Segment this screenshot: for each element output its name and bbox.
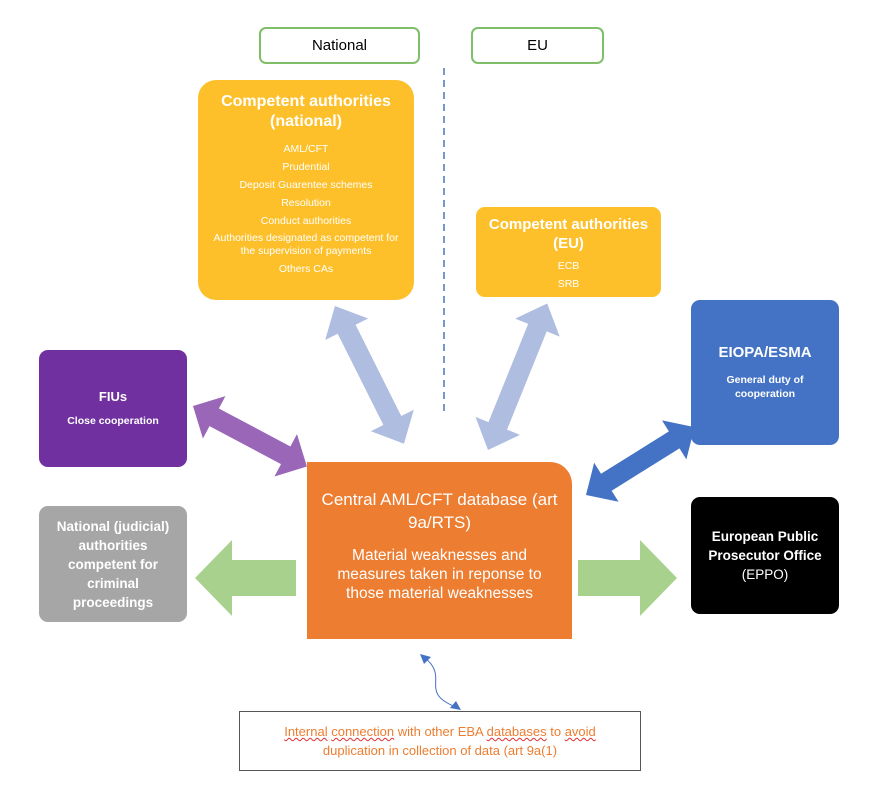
ca-national-title: Competent authorities (national): [221, 93, 391, 130]
arrow-eiopa-central: [586, 420, 695, 502]
eu-tag: EU: [471, 27, 604, 64]
eiopa-title: EIOPA/ESMA: [718, 344, 812, 361]
ca-national-item: Deposit Guarentee schemes: [239, 179, 373, 191]
arrow-central-judicial: [195, 540, 296, 616]
eppo-box: European Public Prosecutor Office (EPPO): [691, 497, 839, 614]
ca-national-item: Authorities designated as competent for …: [213, 232, 399, 257]
ca-eu-box: Competent authorities (EU) ECB SRB: [476, 207, 661, 297]
ca-national-item: Prudential: [282, 161, 330, 173]
note-word: Internal: [284, 724, 328, 739]
eppo-subtitle: (EPPO): [741, 567, 789, 582]
ca-national-item: AML/CFT: [283, 143, 329, 155]
ca-national-box: Competent authorities (national) AML/CFT…: [198, 80, 414, 300]
judicial-title: National (judicial) authorities competen…: [56, 518, 170, 610]
fius-subtitle: Close cooperation: [67, 415, 159, 427]
note-word: avoid: [564, 724, 596, 739]
ca-eu-item: SRB: [557, 278, 580, 290]
ca-national-item: Resolution: [281, 197, 331, 209]
eiopa-subtitle: General duty of cooperation: [726, 374, 804, 400]
fius-box: FIUs Close cooperation: [39, 350, 187, 467]
ca-national-item: Others CAs: [278, 263, 334, 275]
note-text-part: to: [546, 724, 565, 739]
national-tag: National: [259, 27, 420, 64]
arrow-central-note: [420, 654, 461, 710]
note-word: databases: [486, 724, 547, 739]
arrow-ca-national-central: [325, 306, 414, 444]
arrow-ca-eu-central: [475, 303, 560, 450]
central-database-box: Central AML/CFT database (art 9a/RTS) Ma…: [307, 462, 572, 639]
note-text: Internal connection with other EBA datab…: [284, 722, 596, 760]
arrow-fius-central: [193, 396, 307, 477]
eppo-title: European Public Prosecutor Office: [708, 529, 822, 563]
ca-eu-item: ECB: [557, 260, 580, 272]
fius-title: FIUs: [98, 389, 128, 404]
central-title: Central AML/CFT database (art 9a/RTS): [321, 490, 558, 532]
eiopa-box: EIOPA/ESMA General duty of cooperation: [691, 300, 839, 445]
central-body: Material weaknesses and measures taken i…: [337, 547, 542, 602]
note-text-part: with other EBA: [394, 724, 487, 739]
note-box: Internal connection with other EBA datab…: [239, 711, 641, 771]
arrow-central-eppo: [578, 540, 677, 616]
judicial-box: National (judicial) authorities competen…: [39, 506, 187, 622]
ca-eu-title: Competent authorities (EU): [488, 216, 649, 252]
note-line-2: duplication in collection of data (art 9…: [322, 743, 558, 758]
note-word: connection: [331, 724, 395, 739]
ca-national-item: Conduct authorities: [260, 215, 352, 227]
